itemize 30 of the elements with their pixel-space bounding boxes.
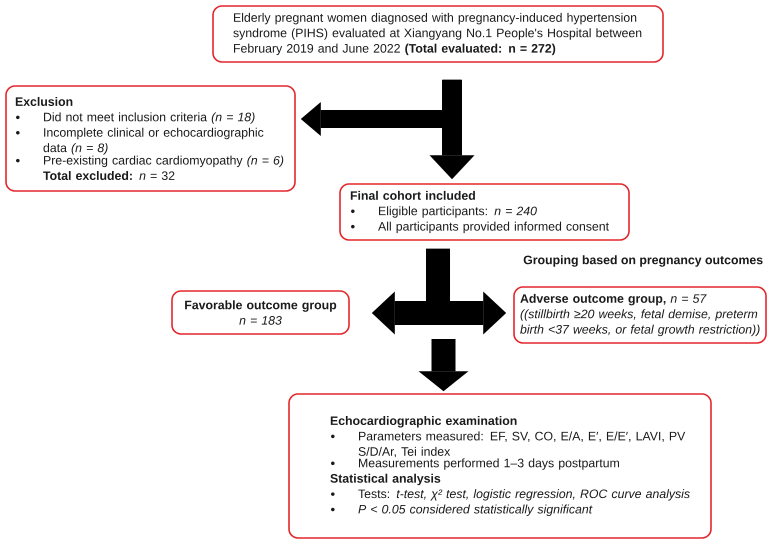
list-item: Incomplete clinical or echocardiographic data (n = 8) xyxy=(44,128,264,155)
rounded-box xyxy=(5,85,296,192)
box-heading: Echocardiographic examination xyxy=(330,416,517,428)
list-item: All participants provided informed consent xyxy=(378,222,609,234)
box-text: Elderly pregnant women diagnosed with pregnancy-induced hypertension syndrome (PIHS) evaluated at Xiangyang No.1 People's Hospital between February 2019 and June 2022 (Total evaluated: n = 272) xyxy=(233,12,642,56)
list-item: Did not meet inclusion criteria (n = 18) xyxy=(44,112,254,124)
rounded-box xyxy=(513,286,767,344)
list-item: Total excluded: n = 32 xyxy=(43,171,174,180)
list-item: Tests: t-test, χ² test, logistic regression, ROC curve analysis xyxy=(358,489,690,501)
rounded-box xyxy=(171,290,350,335)
box-heading: Exclusion xyxy=(16,96,72,106)
list-item: Parameters measured: EF, SV, CO, E/A, E′, E/E′, LAVI, PV S/D/Ar, Tei index xyxy=(358,431,686,458)
box-text: n = 183 xyxy=(239,316,282,325)
box-text: Adverse outcome group, n = 57 xyxy=(520,294,707,306)
rounded-box xyxy=(288,393,712,539)
annotation: Grouping based on pregnancy outcomes xyxy=(524,255,763,267)
box-text: ((stillbirth ≥20 weeks, fetal demise, preterm birth <37 weeks, or fetal growth restriction)) xyxy=(520,309,760,336)
block-arrow xyxy=(430,80,474,180)
rounded-box xyxy=(212,5,664,63)
box-heading: Statistical analysis xyxy=(330,474,440,486)
block-arrow xyxy=(426,248,506,334)
list-item: P < 0.05 considered statistically significant xyxy=(358,504,593,516)
list-item: Eligible participants: n = 240 xyxy=(379,206,537,218)
box-heading: Favorable outcome group xyxy=(185,300,336,312)
list-item: Measurements performed 1–3 days postpartum xyxy=(359,458,619,470)
list-item: Pre-existing cardiac cardiomyopathy (n = 6) xyxy=(44,156,284,168)
block-arrow xyxy=(418,339,468,392)
box-heading: Final cohort included xyxy=(350,190,475,200)
rounded-box xyxy=(339,183,630,241)
block-arrow xyxy=(300,80,461,136)
